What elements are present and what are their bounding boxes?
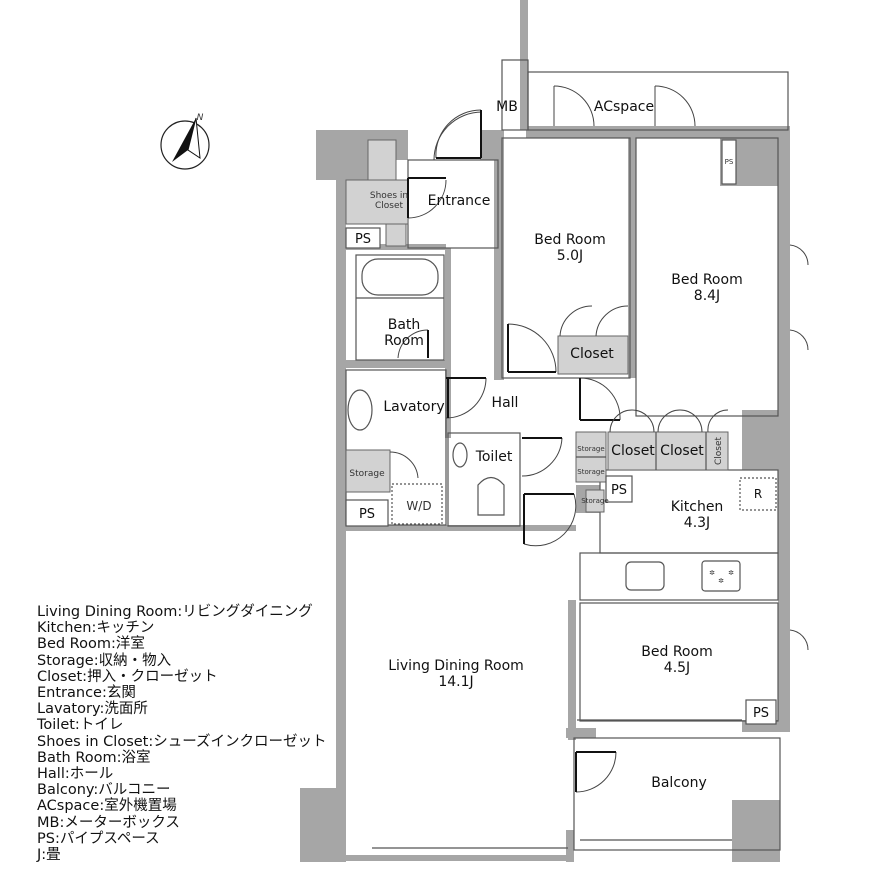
- room-labels: MB ACspace Shoes in Closet Entrance Bed …: [349, 99, 769, 791]
- room-outlines: [345, 59, 789, 851]
- label-shoes-closet-1: Shoes in: [370, 191, 408, 201]
- north-label: N: [197, 113, 204, 123]
- label-shoes-closet-2: Closet: [375, 201, 404, 211]
- label-storage-3: Storage: [577, 468, 604, 476]
- label-acspace: ACspace: [594, 99, 654, 115]
- label-ldr: Living Dining Room: [388, 658, 524, 674]
- label-kitchen-size: 4.3J: [684, 515, 710, 531]
- label-closet: Closet: [570, 346, 614, 362]
- label-ps-1: PS: [355, 232, 371, 247]
- label-entrance: Entrance: [428, 193, 491, 209]
- legend-item: Living Dining Room:リビングダイニング: [37, 604, 313, 620]
- label-bedroom2: Bed Room: [671, 272, 742, 288]
- label-ps-3: PS: [611, 483, 627, 498]
- label-bedroom3-size: 4.5J: [664, 660, 690, 676]
- label-ps-5: PS: [725, 158, 734, 166]
- burner-icon: ✲: [709, 569, 715, 577]
- label-bedroom1: Bed Room: [534, 232, 605, 248]
- legend-item: Entrance:玄関: [37, 685, 136, 702]
- label-bath-1: Bath: [388, 317, 421, 333]
- doors: [389, 85, 809, 793]
- sink-icon: [347, 389, 373, 431]
- legend-item: MB:メーターボックス: [37, 814, 180, 831]
- north-arrow-icon: N: [160, 113, 210, 170]
- burner-icon: ✲: [718, 577, 724, 585]
- storage-blocks: [345, 139, 729, 513]
- label-lavatory: Lavatory: [383, 399, 444, 415]
- kitchen-sink-icon: [625, 561, 665, 591]
- toilet-tank-icon: [452, 442, 468, 468]
- label-storage-2: Storage: [577, 445, 604, 453]
- label-fridge: R: [754, 487, 762, 501]
- label-bath-2: Room: [384, 333, 424, 349]
- label-bedroom1-size: 5.0J: [557, 248, 583, 264]
- legend-item: J:畳: [37, 847, 61, 864]
- label-closet-3: Closet: [660, 443, 704, 459]
- legend-item: Kitchen:キッチン: [37, 620, 155, 637]
- label-storage-4: Storage: [581, 497, 608, 505]
- legend-item: Lavatory:洗面所: [37, 701, 148, 718]
- legend-item: Shoes in Closet:シューズインクローゼット: [37, 733, 327, 750]
- label-closet-4: Closet: [714, 437, 724, 466]
- label-storage: Storage: [349, 469, 385, 479]
- fixtures: ✲ ✲ ✲: [347, 258, 741, 592]
- label-toilet: Toilet: [475, 449, 513, 465]
- burner-icon: ✲: [728, 569, 734, 577]
- label-ps-4: PS: [753, 706, 769, 721]
- legend-item: ACspace:室外機置場: [37, 798, 177, 815]
- label-closet-2: Closet: [611, 443, 655, 459]
- label-hall: Hall: [492, 395, 519, 411]
- legend-item: Storage:収納・物入: [37, 652, 172, 669]
- legend: Living Dining Room:リビングダイニング Kitchen:キッチ…: [37, 604, 327, 863]
- label-bedroom3: Bed Room: [641, 644, 712, 660]
- stove-icon: [701, 560, 741, 592]
- ps-boxes: [345, 139, 777, 725]
- label-ldr-size: 14.1J: [438, 674, 473, 690]
- legend-item: Bath Room:浴室: [37, 749, 151, 766]
- legend-item: Hall:ホール: [37, 766, 114, 783]
- legend-item: Closet:押入・クローゼット: [37, 668, 218, 685]
- walls: [300, 0, 790, 862]
- toilet-bowl-icon: [477, 476, 505, 516]
- label-kitchen: Kitchen: [671, 499, 724, 515]
- label-wd: W/D: [406, 499, 431, 513]
- label-ps-2: PS: [359, 507, 375, 522]
- legend-item: Balcony:バルコニー: [37, 782, 171, 799]
- legend-item: Toilet:トイレ: [37, 717, 124, 734]
- legend-item: Bed Room:洋室: [37, 636, 145, 653]
- label-mb: MB: [496, 99, 518, 115]
- label-balcony: Balcony: [651, 775, 707, 791]
- legend-item: PS:パイプスペース: [37, 830, 160, 847]
- bathtub-icon: [361, 258, 439, 296]
- label-bedroom2-size: 8.4J: [694, 288, 720, 304]
